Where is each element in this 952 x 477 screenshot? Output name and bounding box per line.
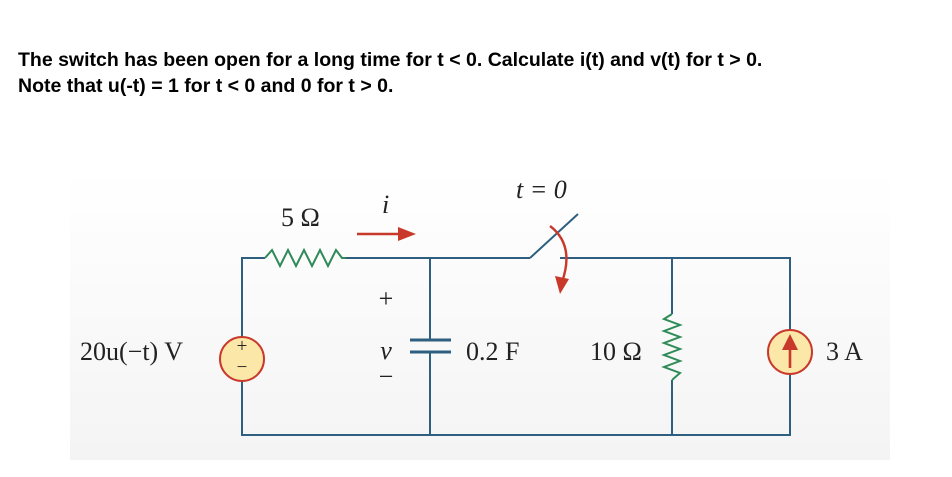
problem-line-2: Note that u(-t) = 1 for t < 0 and 0 for … <box>18 75 394 97</box>
problem-line-1: The switch has been open for a long time… <box>18 49 763 71</box>
cap-voltage-label: v <box>380 336 392 365</box>
wire-top-left <box>241 257 265 345</box>
voltage-source <box>219 336 265 382</box>
current-label: i <box>382 190 389 219</box>
current-source-arrowhead <box>782 334 798 350</box>
diagram-background <box>70 170 890 460</box>
current-source-label: 3 A <box>826 337 863 366</box>
cap-voltage-plus: + <box>379 284 394 313</box>
resistor-10ohm <box>661 313 683 381</box>
resistor-10ohm-label: 10 Ω <box>590 337 642 366</box>
switch-blade <box>529 213 579 259</box>
switch-label: t = 0 <box>516 175 567 204</box>
problem-statement: The switch has been open for a long time… <box>18 47 762 99</box>
voltage-source-label: 20u(−t) V <box>80 337 183 366</box>
cap-voltage-minus: − <box>379 362 394 391</box>
current-arrowhead <box>398 227 416 241</box>
capacitor-label: 0.2 F <box>466 337 519 366</box>
voltage-source-minus: − <box>237 357 248 378</box>
switch-arrow <box>549 225 568 283</box>
voltage-source-plus: + <box>237 336 248 357</box>
resistor-5ohm-label: 5 Ω <box>281 203 320 232</box>
resistor-5ohm <box>264 247 346 269</box>
wire-top-right <box>560 257 791 330</box>
switch-arrowhead <box>555 276 569 294</box>
wire-bottom <box>241 375 791 436</box>
